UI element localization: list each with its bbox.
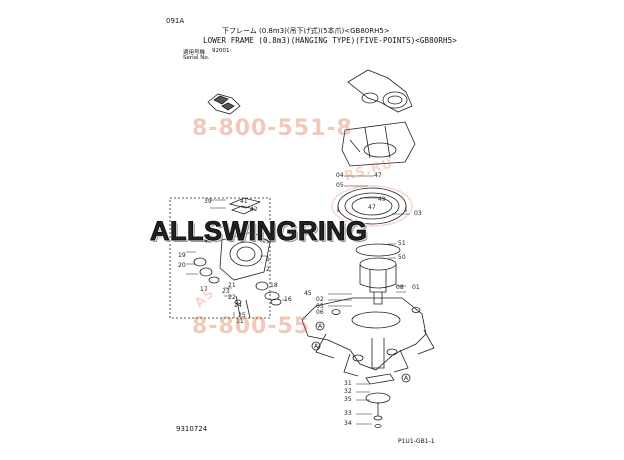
bottom-bolt-stack xyxy=(365,373,395,428)
callout-24: 24 xyxy=(234,302,242,309)
callout-42: 42 xyxy=(250,206,258,213)
page-id: P1U1-GB1-1 xyxy=(398,438,435,445)
diagram-code: 091A xyxy=(166,17,185,25)
callout-18: 18 xyxy=(270,282,278,289)
callout-2: 2 xyxy=(266,266,270,273)
callout-51: 51 xyxy=(398,240,406,247)
callout-06: 06 xyxy=(316,309,324,316)
serial-number: 92001- xyxy=(212,48,232,54)
callout-11: 11 xyxy=(236,318,244,325)
callout-39: 39 xyxy=(204,198,212,205)
locator-thumbnail xyxy=(207,93,241,115)
watermark-phone-bottom: 8-800-55 xyxy=(192,314,311,339)
callout-34: 34 xyxy=(344,420,352,427)
callout-31: 31 xyxy=(344,380,352,387)
callout-22: 22 xyxy=(228,294,236,301)
callout-50: 50 xyxy=(398,254,406,261)
allswingring-logo: ALLSWINGRING xyxy=(149,216,368,247)
title-japanese: 下フレーム (0.8m3)(吊下げ式)(5本爪)<GB80RH5> xyxy=(222,27,390,35)
leader-lines xyxy=(186,175,410,425)
marker-a-3: A xyxy=(404,375,409,382)
callout-05b: 05 xyxy=(316,303,324,310)
callout-01: 01 xyxy=(412,284,420,291)
callout-08: 08 xyxy=(396,284,404,291)
title-english: LOWER FRAME (0.8m3)(HANGING TYPE)(FIVE-P… xyxy=(203,36,457,45)
callout-25: 25 xyxy=(238,312,246,319)
watermark-ring-graphic xyxy=(331,185,413,227)
upper-frame-assembly xyxy=(341,69,416,167)
callout-1: 1 xyxy=(266,256,270,263)
left-component-group xyxy=(169,197,282,319)
marker-a-1: A xyxy=(318,323,323,330)
callout-35: 35 xyxy=(344,396,352,403)
callout-40: 40 xyxy=(204,238,212,245)
callout-04: 04 xyxy=(336,172,344,179)
center-joint xyxy=(355,243,401,305)
callout-19: 19 xyxy=(178,252,186,259)
lower-frame xyxy=(301,297,435,377)
serial-label-english: Serial No. xyxy=(183,55,210,61)
serial-label-japanese: 適用号機 xyxy=(183,50,206,56)
callout-49: 49 xyxy=(378,196,386,203)
watermark-phone-top: 8-800-551-8 xyxy=(192,116,353,141)
swing-ring xyxy=(337,187,407,225)
callout-23: 23 xyxy=(222,288,230,295)
callout-41: 41 xyxy=(240,198,248,205)
document-id: 9310724 xyxy=(176,425,208,433)
reference-markers xyxy=(311,321,411,383)
callout-47a: 47 xyxy=(374,172,382,179)
callout-33: 33 xyxy=(344,410,352,417)
callout-03: 03 xyxy=(414,210,422,217)
callout-16: 16 xyxy=(284,296,292,303)
callout-01a: 01A xyxy=(262,238,274,245)
callout-02: 02 xyxy=(316,296,324,303)
callout-32: 32 xyxy=(344,388,352,395)
callout-17: 17 xyxy=(200,286,208,293)
marker-a-2: A xyxy=(314,343,319,350)
callout-45: 45 xyxy=(304,290,312,297)
callout-20: 20 xyxy=(178,262,186,269)
callout-05: 05 xyxy=(336,182,344,189)
callout-21: 21 xyxy=(228,282,236,289)
callout-47b: 47 xyxy=(368,204,376,211)
